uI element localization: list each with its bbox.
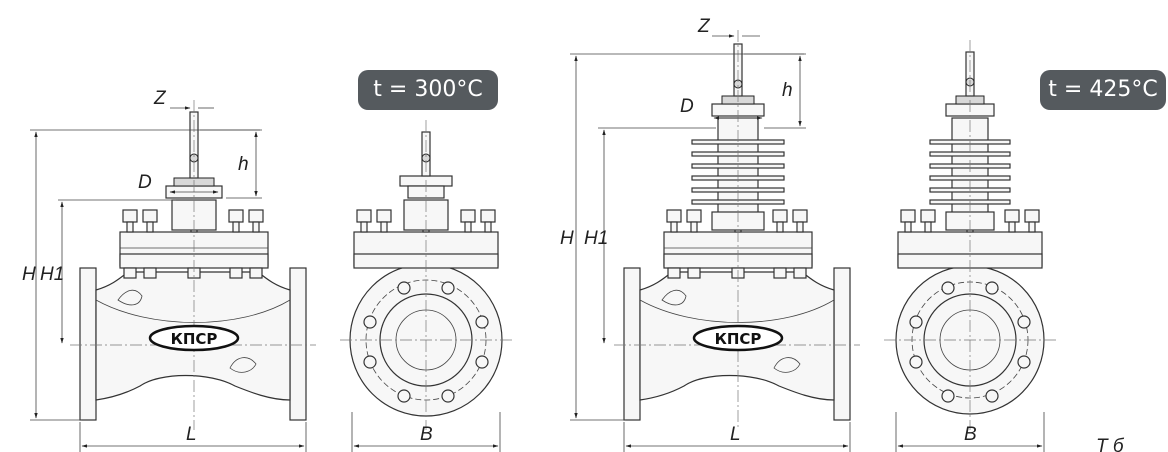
logo-text-right: КПСР	[715, 330, 762, 348]
dim-label-H1: H1	[40, 264, 64, 285]
dim-label-D: D	[138, 172, 152, 193]
valve-425-front-view: КПСР	[614, 30, 860, 430]
dimensions-300-front: H H1 h D Z L	[22, 88, 307, 452]
dim-label-L-425: L	[730, 424, 741, 445]
valve-300-front-view: КПСР	[70, 100, 316, 430]
corner-text: Т б	[1096, 436, 1125, 452]
temperature-badge-425: t = 425°C	[1040, 70, 1166, 110]
dim-label-B: B	[420, 424, 433, 445]
temperature-badge-300: t = 300°C	[358, 70, 498, 110]
dim-label-L: L	[186, 424, 197, 445]
dimensions-425-side: B	[895, 412, 1045, 452]
dim-label-H-425: H	[560, 228, 574, 249]
dim-label-Z-425: Z	[697, 16, 711, 37]
dim-label-B-425: B	[964, 424, 977, 445]
dim-label-H: H	[22, 264, 36, 285]
dim-label-h: h	[238, 154, 249, 175]
kpsr-logo-left	[148, 324, 240, 352]
dim-label-H1-425: H1	[584, 228, 608, 249]
valve-300-side-view	[340, 120, 512, 430]
dimensions-300-side: B	[351, 412, 501, 452]
dim-label-D-425: D	[680, 96, 694, 117]
kpsr-logo-right	[692, 324, 784, 352]
logo-text-left: КПСР	[171, 330, 218, 348]
dimensions-425-front: H H1 h D Z L	[560, 16, 851, 452]
dim-label-h-425: h	[782, 80, 793, 101]
dim-label-Z: Z	[153, 88, 167, 109]
valve-425-side-view	[884, 40, 1056, 430]
